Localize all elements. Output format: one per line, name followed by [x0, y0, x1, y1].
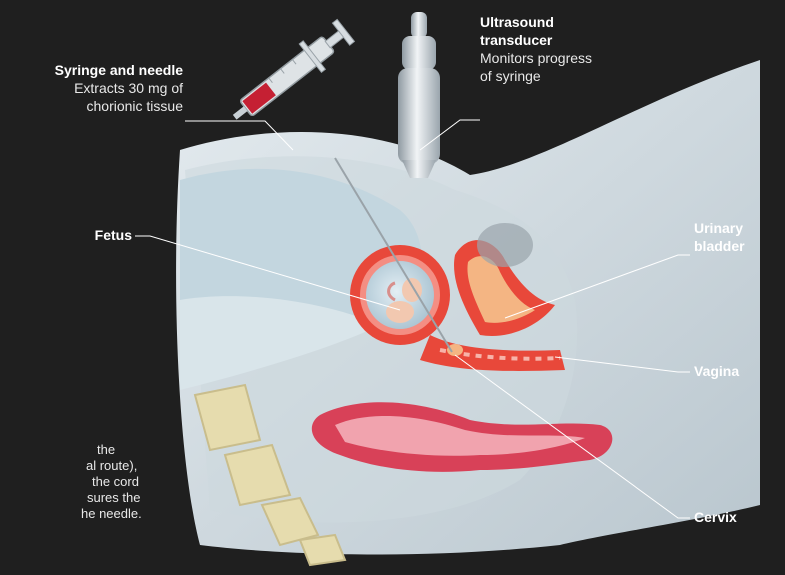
transducer-desc-line2: of syringe	[480, 67, 650, 85]
syringe-label: Syringe and needle Extracts 30 mg of cho…	[10, 61, 183, 115]
caption-fragment: the al route), the cord sures the he nee…	[0, 442, 150, 522]
bladder-title-line1: Urinary	[694, 219, 779, 237]
bladder-title-line2: bladder	[694, 237, 779, 255]
cervix-label: Cervix	[694, 508, 779, 526]
fetus-label: Fetus	[40, 226, 132, 244]
transducer-title-line1: Ultrasound	[480, 13, 650, 31]
syringe-title: Syringe and needle	[10, 61, 183, 79]
transducer-title-line2: transducer	[480, 31, 650, 49]
transducer-desc-line1: Monitors progress	[480, 49, 650, 67]
fetus-title: Fetus	[40, 226, 132, 244]
transducer-label: Ultrasound transducer Monitors progress …	[480, 13, 650, 85]
vagina-title: Vagina	[694, 362, 779, 380]
caption-line-2: al route),	[0, 458, 150, 474]
bladder-label: Urinary bladder	[694, 219, 779, 255]
caption-line-3: the cord	[0, 474, 150, 490]
cervix-title: Cervix	[694, 508, 779, 526]
caption-line-5: he needle.	[0, 506, 150, 522]
syringe-desc-line1: Extracts 30 mg of	[10, 79, 183, 97]
caption-line-1: the	[0, 442, 150, 458]
syringe-desc-line2: chorionic tissue	[10, 97, 183, 115]
ultrasound-transducer	[398, 12, 440, 178]
vagina-label: Vagina	[694, 362, 779, 380]
caption-line-4: sures the	[0, 490, 150, 506]
